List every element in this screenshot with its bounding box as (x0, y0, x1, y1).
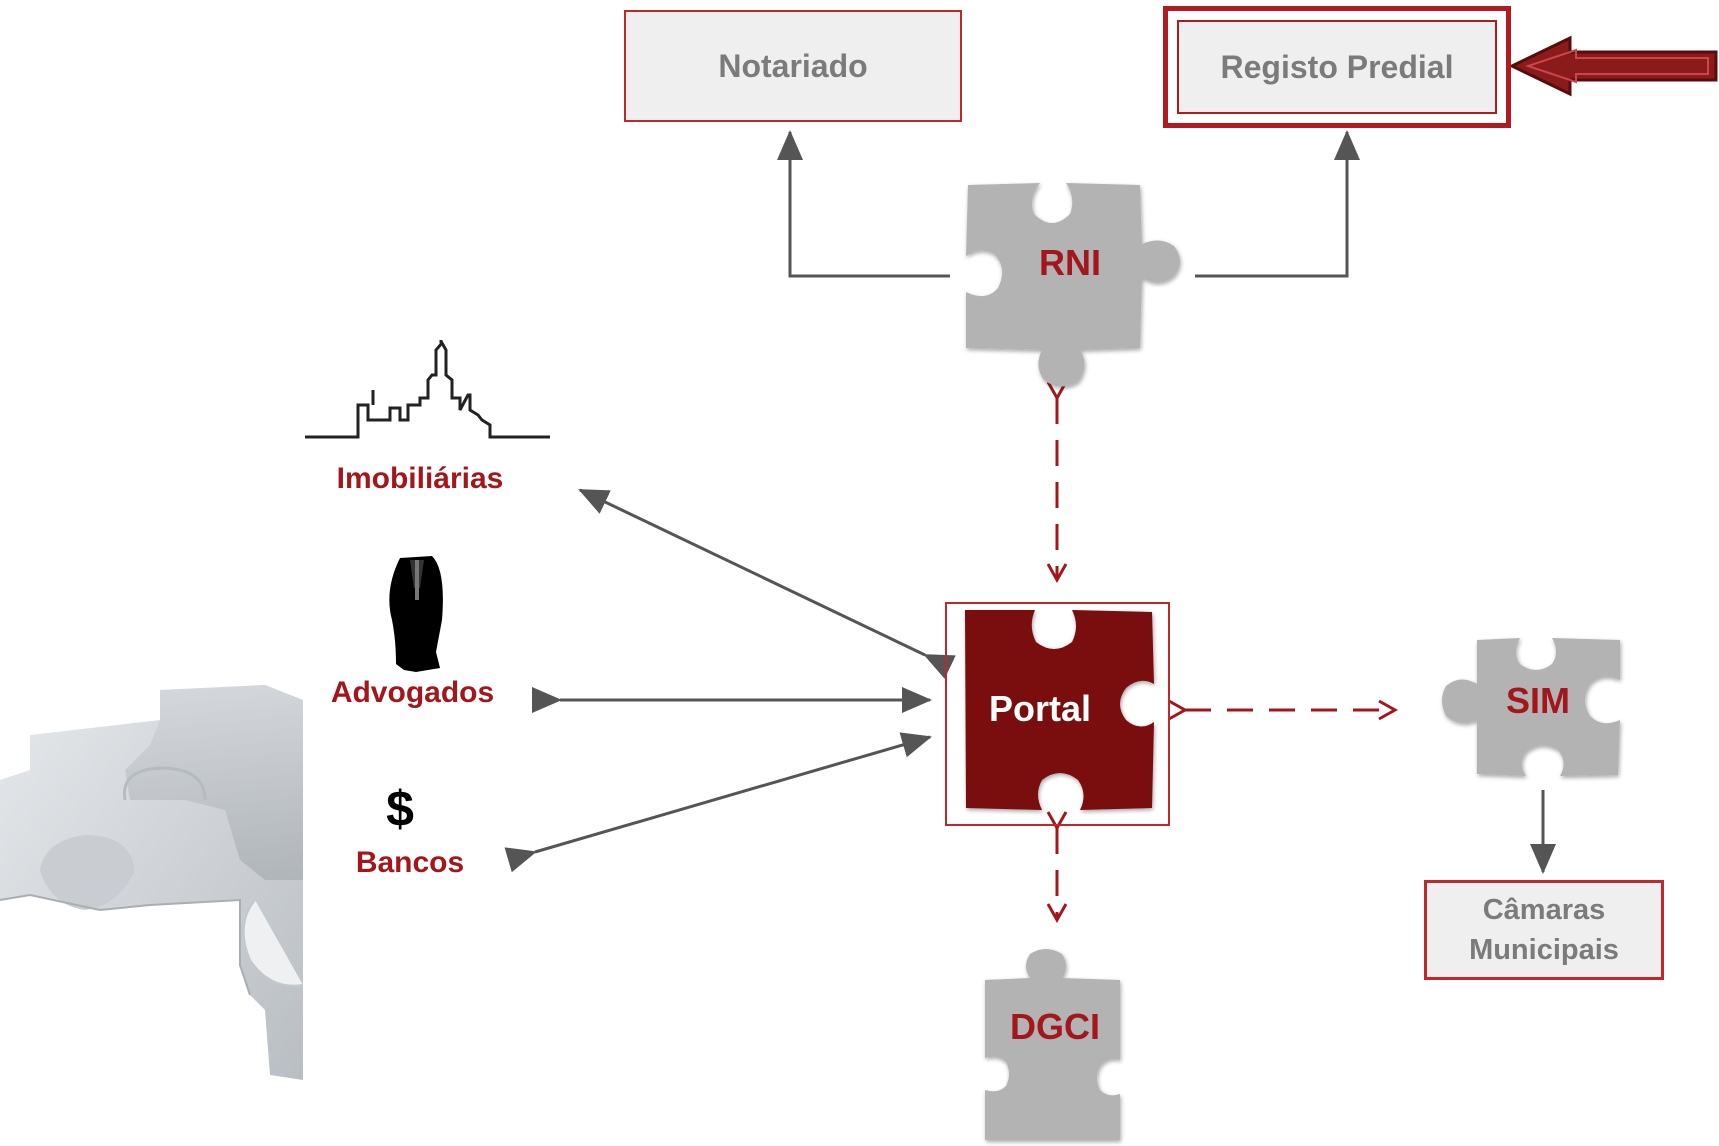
registo-predial-box: Registo Predial (1163, 6, 1511, 128)
advogados-label: Advogados (330, 676, 495, 709)
notariado-label: Notariado (718, 47, 868, 84)
notariado-box: Notariado (624, 10, 962, 122)
portal-puzzle-piece (965, 610, 1154, 810)
bancos-portal-arrow (504, 732, 932, 873)
camaras-municipais-box: Câmaras Municipais (1424, 880, 1664, 980)
camaras-label-line1: Câmaras (1482, 894, 1606, 926)
imobiliarias-label: Imobiliárias (336, 462, 504, 495)
sim-label: SIM (1505, 680, 1570, 721)
rni-label: RNI (1039, 242, 1101, 283)
rni-puzzle-piece (966, 183, 1180, 387)
imobiliarias-portal-arrow (578, 488, 956, 679)
dgci-label: DGCI (1010, 1006, 1100, 1047)
city-skyline-icon (305, 340, 550, 439)
portal-label: Portal (988, 688, 1092, 729)
sim-puzzle-piece (1442, 638, 1620, 776)
rni-to-registo-arrow (1195, 130, 1360, 278)
lawyer-robe-icon (389, 556, 443, 672)
registo-predial-label: Registo Predial (1220, 48, 1454, 85)
camaras-label-line2: Municipais (1469, 934, 1619, 966)
bancos-label: Bancos (355, 846, 465, 879)
dollar-sign-icon: $ (386, 781, 414, 837)
portal-frame (945, 602, 1170, 826)
highlight-arrow (1508, 35, 1718, 97)
dgci-puzzle-piece (985, 949, 1120, 1140)
rni-to-notariado-arrow (777, 130, 950, 278)
